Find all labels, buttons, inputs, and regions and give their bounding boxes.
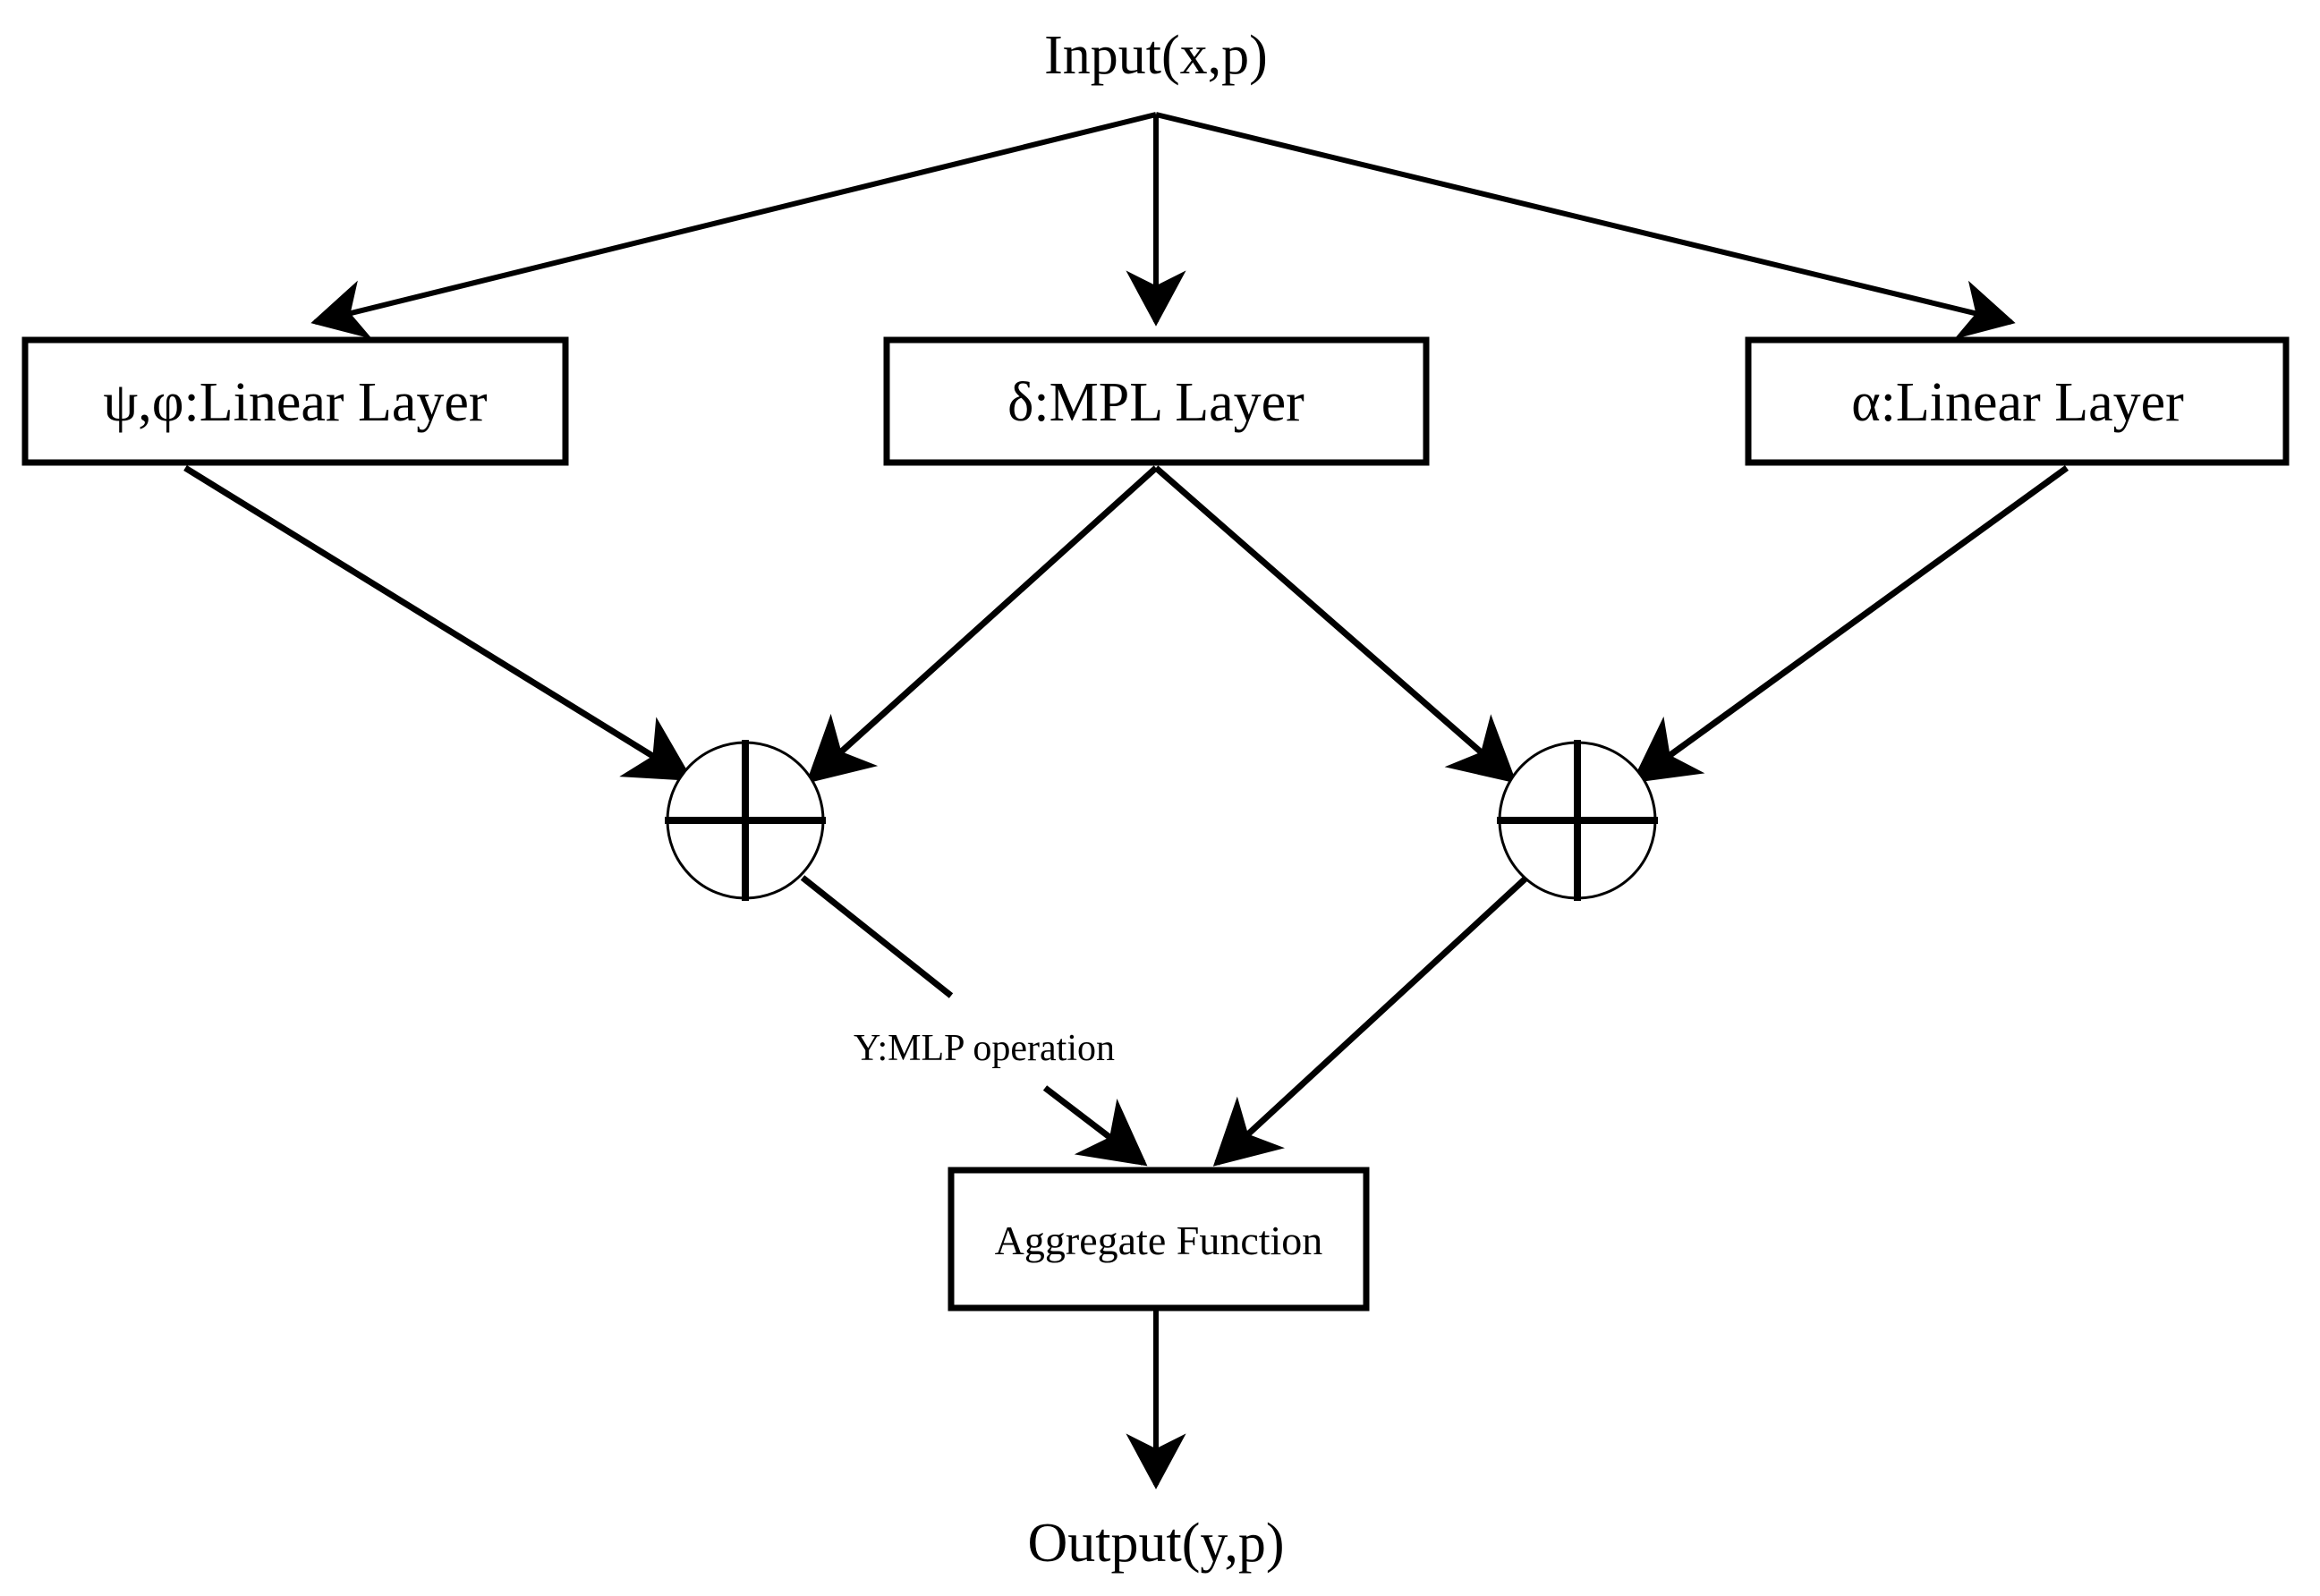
edge-left-to-sum-left	[183, 465, 693, 781]
output-label: Output(y,p)	[1027, 1513, 1285, 1574]
layer-mid-label: δ:MPL Layer	[1007, 372, 1304, 433]
node-sum-right	[1497, 740, 1658, 901]
layer-left-label: ψ,φ:Linear Layer	[103, 372, 488, 433]
edge-mid-to-sum-left	[805, 465, 1159, 784]
node-sum-left	[665, 740, 826, 901]
edge-right-to-sum-right	[1631, 465, 2069, 784]
edge-sum-right-to-aggregate	[1212, 876, 1528, 1167]
box-layer-left	[21, 336, 569, 466]
box-aggregate	[948, 1167, 1370, 1312]
box-layer-right	[1745, 336, 2290, 466]
aggregate-label: Aggregate Function	[994, 1218, 1323, 1263]
edge-input-branch	[310, 112, 2016, 340]
edge-note-to-aggregate	[1042, 1085, 1148, 1167]
input-label: Input(x,p)	[1044, 25, 1268, 86]
edge-mid-to-sum-right	[1153, 465, 1517, 784]
layer-right-label: α:Linear Layer	[1851, 372, 2184, 433]
edge-sum-left-to-note	[800, 875, 954, 998]
box-layer-mid	[883, 336, 1430, 466]
mlp-operation-note: Y:MLP operation	[853, 1028, 1116, 1069]
